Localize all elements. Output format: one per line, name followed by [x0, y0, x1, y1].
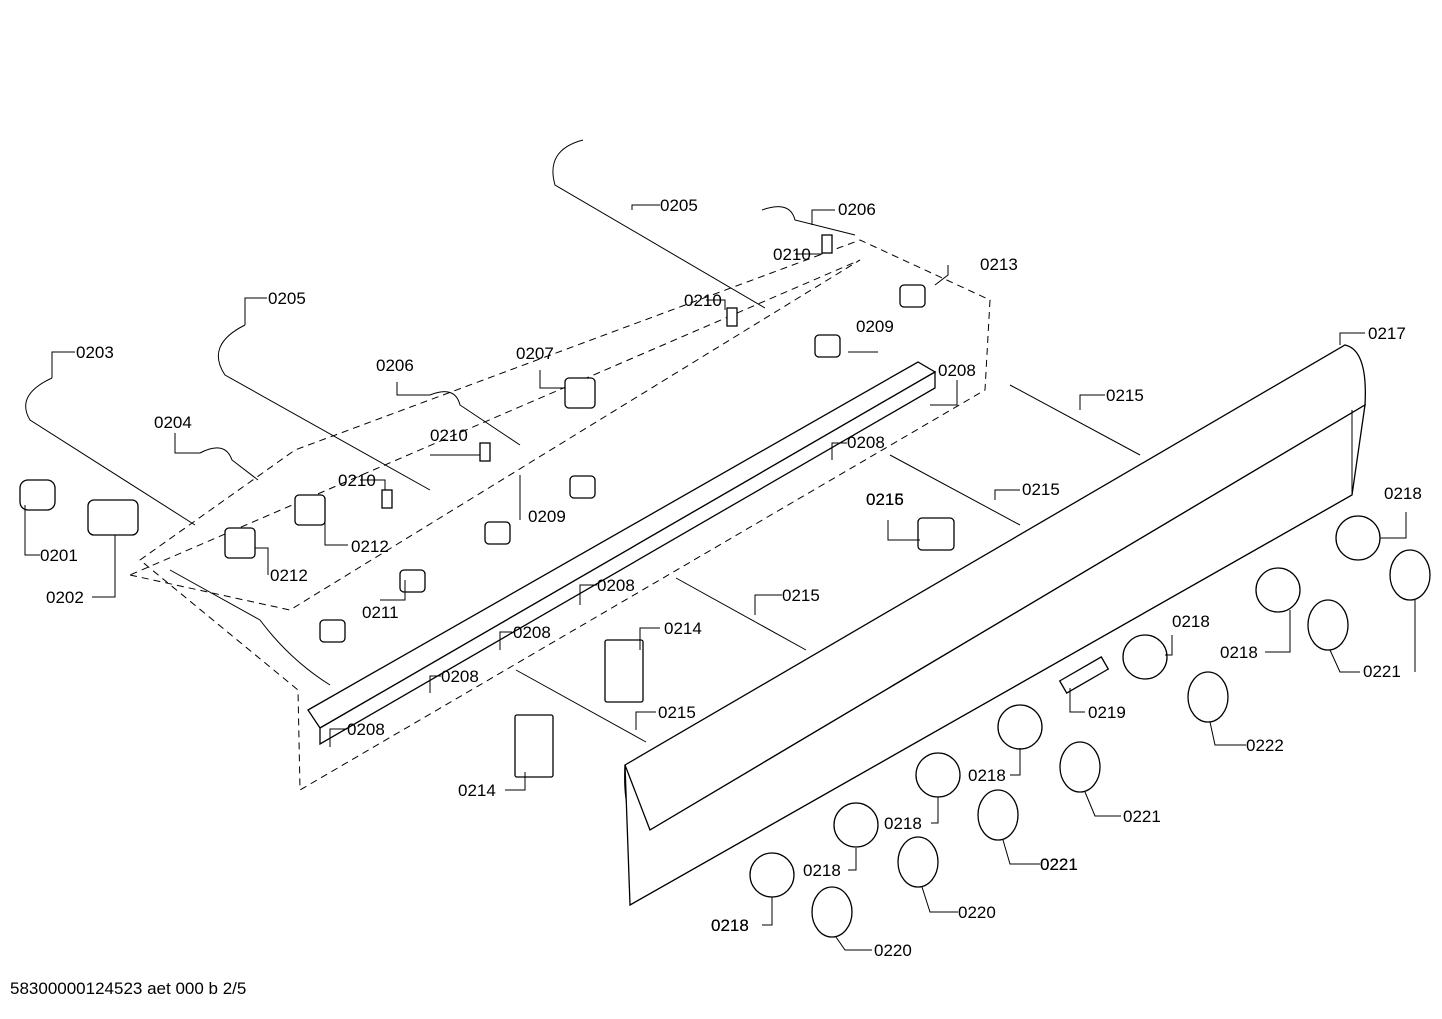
dashed-outline-rear	[139, 239, 991, 791]
pipe-0205-right	[552, 139, 766, 309]
valves	[19, 234, 955, 778]
part-label: 0220	[958, 903, 996, 922]
part-label: 0201	[40, 546, 78, 565]
part-label: 0218	[1220, 643, 1258, 662]
part-label: 0209	[528, 507, 566, 526]
part-label: 0221	[1040, 855, 1078, 874]
drawing-reference-footer: 58300000124523 aet 000 b 2/5	[10, 979, 247, 998]
pipe-0205-left	[217, 324, 431, 491]
part-label: 0218	[968, 766, 1006, 785]
knobs	[811, 549, 1431, 938]
part-label: 0218	[1172, 612, 1210, 631]
part-label: 0207	[516, 344, 554, 363]
part-label: 0215	[866, 490, 904, 509]
leader-lines	[24, 204, 1416, 951]
part-label: 0218	[803, 861, 841, 880]
dashed-outline-front	[128, 259, 861, 611]
part-label: 0217	[1368, 324, 1406, 343]
pipe-inlet	[169, 569, 331, 686]
part-label: 0202	[46, 588, 84, 607]
part-label: 0221	[1123, 807, 1161, 826]
part-label: 0214	[458, 781, 496, 800]
part-label: 0222	[1246, 736, 1284, 755]
part-label: 0215	[658, 703, 696, 722]
part-label: 0218	[884, 814, 922, 833]
brand-badge	[1058, 656, 1110, 694]
pipe-0203	[25, 377, 196, 526]
thermocouple-wires	[515, 384, 1141, 743]
knob-rings	[749, 515, 1381, 898]
part-label: 0218	[711, 916, 749, 935]
part-label: 0216	[866, 490, 904, 509]
part-labels: 0201 0202 0203 0204 0205 0205 0206 0206 …	[40, 196, 1422, 960]
part-label: 0210	[430, 426, 468, 445]
part-label: 0206	[838, 200, 876, 219]
part-label: 0210	[773, 245, 811, 264]
part-label: 0210	[338, 471, 376, 490]
part-label: 0212	[270, 566, 308, 585]
part-label: 0208	[441, 667, 479, 686]
part-label: 0210	[684, 291, 722, 310]
control-panel	[624, 344, 1366, 907]
part-label: 0209	[856, 317, 894, 336]
part-label: 0215	[1022, 480, 1060, 499]
part-label: 0208	[847, 433, 885, 452]
part-label: 0212	[351, 537, 389, 556]
part-label: 0215	[1106, 386, 1144, 405]
part-label: 0221	[1363, 662, 1401, 681]
part-label: 0205	[268, 289, 306, 308]
part-label: 0208	[597, 576, 635, 595]
part-label: 0211	[362, 603, 399, 622]
part-label: 0215	[782, 586, 820, 605]
part-label: 0221	[1040, 855, 1078, 874]
part-label: 0219	[1088, 703, 1126, 722]
part-label: 0208	[347, 720, 385, 739]
part-label: 0218	[711, 916, 749, 935]
part-label: 0218	[1384, 484, 1422, 503]
part-label: 0208	[938, 361, 976, 380]
part-label: 0208	[513, 623, 551, 642]
part-label: 0205	[660, 196, 698, 215]
manifold-bar	[307, 361, 937, 746]
part-label: 0204	[154, 413, 192, 432]
pipe-0206-right	[761, 206, 856, 236]
part-label: 0203	[76, 343, 114, 362]
part-label: 0206	[376, 356, 414, 375]
part-label: 0213	[980, 255, 1018, 274]
pipe-0204	[199, 447, 259, 481]
part-label: 0220	[874, 941, 912, 960]
pipe-0206-left	[429, 391, 521, 446]
part-label: 0214	[664, 619, 702, 638]
